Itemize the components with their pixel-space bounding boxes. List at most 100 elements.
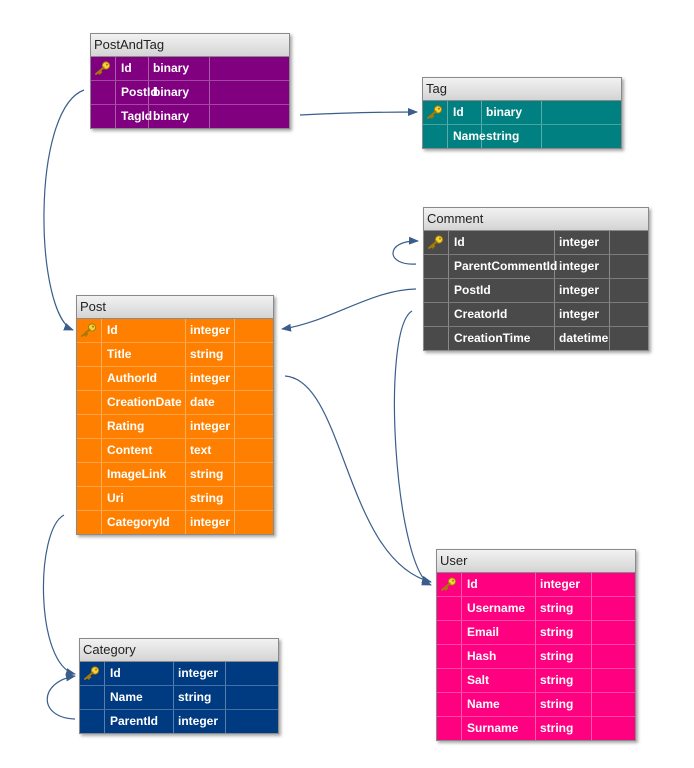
field-type: integer bbox=[174, 662, 226, 685]
key-cell bbox=[77, 343, 102, 366]
connector-comment-postid-to-post-id bbox=[281, 288, 417, 332]
connector-postandtag-tagid-to-tag-id bbox=[299, 108, 418, 117]
table-title[interactable]: Comment bbox=[424, 208, 648, 231]
key-cell bbox=[77, 391, 102, 414]
key-cell bbox=[77, 319, 102, 342]
field-type: string bbox=[186, 343, 235, 366]
field-extra-cell bbox=[610, 303, 648, 326]
key-icon bbox=[95, 61, 111, 75]
key-cell bbox=[80, 686, 105, 709]
key-cell bbox=[91, 105, 116, 128]
field-name: ImageLink bbox=[78, 463, 186, 486]
field-extra-cell bbox=[226, 662, 278, 685]
field-type: integer bbox=[555, 231, 610, 254]
key-cell bbox=[437, 621, 462, 644]
connector-comment-creatorid-to-user-id bbox=[393, 310, 432, 586]
table-title[interactable]: Category bbox=[80, 639, 278, 662]
field-extra-cell bbox=[610, 231, 648, 254]
field-extra-cell bbox=[592, 693, 635, 716]
key-cell bbox=[77, 487, 102, 510]
field-name: Title bbox=[78, 343, 186, 366]
field-extra-cell bbox=[235, 463, 273, 486]
field-type: string bbox=[186, 487, 235, 510]
connector-category-parentid-to-category-id bbox=[46, 673, 76, 720]
key-cell bbox=[424, 303, 449, 326]
field-extra-cell bbox=[542, 101, 621, 124]
table-title[interactable]: PostAndTag bbox=[91, 34, 289, 57]
connector-post-categoryid-to-category-id bbox=[42, 514, 76, 676]
field-name: Content bbox=[78, 439, 186, 462]
key-cell bbox=[424, 279, 449, 302]
field-type: binary bbox=[149, 105, 210, 128]
field-extra-cell bbox=[226, 710, 278, 733]
key-cell bbox=[437, 645, 462, 668]
field-extra-cell bbox=[592, 717, 635, 740]
field-extra-cell bbox=[235, 391, 273, 414]
field-name: Username bbox=[438, 597, 536, 620]
field-extra-cell bbox=[592, 669, 635, 692]
key-icon bbox=[428, 235, 444, 249]
key-cell bbox=[77, 511, 102, 534]
key-icon bbox=[441, 577, 457, 591]
key-cell bbox=[424, 327, 449, 350]
field-type: datetime bbox=[555, 327, 610, 350]
field-type: string bbox=[186, 463, 235, 486]
table-title[interactable]: Post bbox=[77, 296, 273, 319]
field-extra-cell bbox=[235, 415, 273, 438]
field-type: integer bbox=[536, 573, 592, 596]
field-type: integer bbox=[174, 710, 226, 733]
field-type: integer bbox=[186, 367, 235, 390]
field-name: ParentCommentId bbox=[425, 255, 557, 278]
field-type: string bbox=[174, 686, 226, 709]
field-name: Salt bbox=[438, 669, 536, 692]
field-type: integer bbox=[186, 511, 235, 534]
field-name: TagId bbox=[92, 105, 152, 128]
field-extra-cell bbox=[210, 81, 289, 104]
key-icon bbox=[84, 666, 100, 680]
table-title[interactable]: Tag bbox=[423, 78, 621, 101]
field-name: CreationTime bbox=[425, 327, 555, 350]
key-cell bbox=[80, 710, 105, 733]
field-extra-cell bbox=[226, 686, 278, 709]
field-type: integer bbox=[555, 255, 610, 278]
table-title[interactable]: User bbox=[437, 550, 635, 573]
field-extra-cell bbox=[592, 597, 635, 620]
